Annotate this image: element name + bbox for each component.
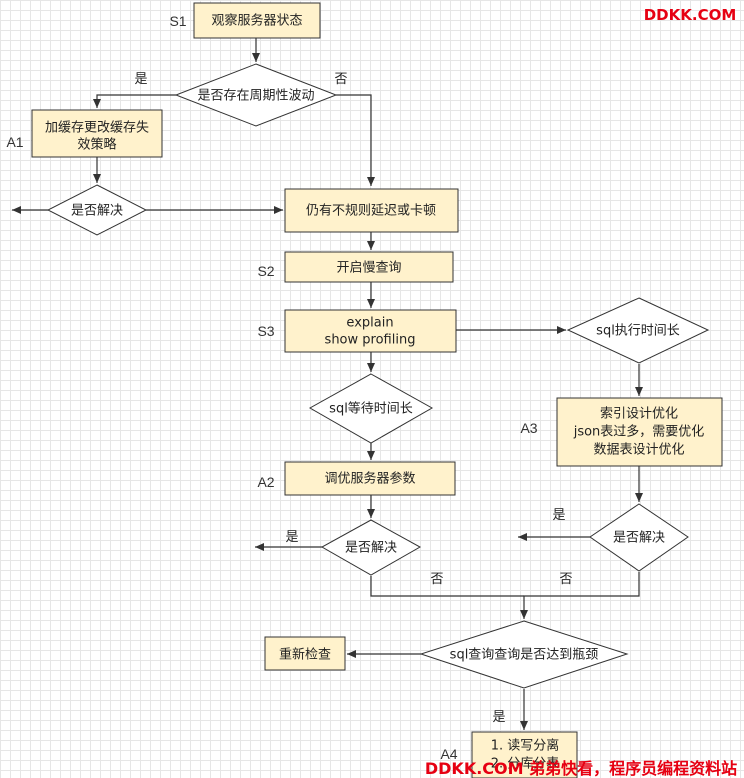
step-label-s3: S3 bbox=[257, 323, 274, 339]
edge-solved2-no bbox=[370, 576, 524, 597]
node-periodic: 是否存在周期性波动 bbox=[174, 63, 338, 127]
node-explain: explain show profiling bbox=[284, 309, 457, 353]
node-scale: 1. 读写分离 2. 分库分表 bbox=[471, 731, 578, 778]
step-label-s1: S1 bbox=[169, 13, 186, 29]
edge-periodic-no bbox=[336, 94, 375, 186]
edge-label-no-1: 否 bbox=[334, 72, 347, 87]
edges bbox=[12, 38, 643, 730]
node-sql-wait: sql等待时间长 bbox=[308, 373, 434, 444]
step-label-a2: A2 bbox=[257, 474, 274, 490]
node-observe: 观察服务器状态 bbox=[193, 2, 321, 39]
node-optimize-line-2: json表过多，需要优化 bbox=[573, 424, 705, 440]
step-label-a4: A4 bbox=[440, 746, 457, 762]
node-sql-exec: sql执行时间长 bbox=[566, 297, 710, 364]
edge-label-no-3: 否 bbox=[559, 572, 572, 587]
node-solved1-label: 是否解决 bbox=[71, 204, 123, 219]
step-label-a3: A3 bbox=[520, 420, 537, 436]
node-cache: 加缓存更改缓存失 效策略 bbox=[31, 109, 163, 158]
node-slowlog: 开启慢查询 bbox=[284, 251, 454, 283]
node-sql-wait-label: sql等待时间长 bbox=[329, 401, 413, 417]
node-slowlog-label: 开启慢查询 bbox=[336, 260, 401, 276]
node-optimize-line-1: 索引设计优化 bbox=[600, 407, 678, 422]
edge-label-yes-3: 是 bbox=[552, 508, 565, 523]
edge-label-no-2: 否 bbox=[430, 572, 443, 587]
node-optimize: 索引设计优化 json表过多，需要优化 数据表设计优化 bbox=[556, 397, 723, 467]
edge-label-yes-1: 是 bbox=[134, 72, 147, 87]
node-solved3-label: 是否解决 bbox=[613, 531, 665, 546]
node-cache-line-2: 效策略 bbox=[77, 137, 116, 153]
node-solved2-label: 是否解决 bbox=[345, 541, 397, 556]
node-sql-exec-label: sql执行时间长 bbox=[596, 324, 680, 339]
node-solved1: 是否解决 bbox=[46, 184, 148, 236]
node-scale-line-1: 1. 读写分离 bbox=[491, 738, 560, 754]
node-tune: 调优服务器参数 bbox=[284, 461, 456, 496]
node-recheck-label: 重新检查 bbox=[279, 647, 331, 663]
node-bottleneck-label: sql查询查询是否达到瓶颈 bbox=[450, 648, 599, 663]
edge-label-yes-4: 是 bbox=[492, 710, 505, 725]
edge-periodic-yes bbox=[93, 94, 176, 108]
edge-label-yes-2: 是 bbox=[285, 530, 298, 545]
node-solved3: 是否解决 bbox=[589, 503, 689, 572]
node-bottleneck: sql查询查询是否达到瓶颈 bbox=[419, 620, 629, 689]
edge-solved3-no bbox=[520, 572, 640, 619]
node-explain-line-2: show profiling bbox=[325, 333, 416, 348]
node-optimize-line-3: 数据表设计优化 bbox=[593, 443, 684, 458]
step-label-a1: A1 bbox=[6, 134, 23, 150]
node-observe-label: 观察服务器状态 bbox=[211, 13, 302, 29]
node-recheck: 重新检查 bbox=[264, 636, 346, 671]
node-solved2: 是否解决 bbox=[320, 519, 422, 576]
node-periodic-label: 是否存在周期性波动 bbox=[197, 89, 314, 104]
step-label-s2: S2 bbox=[257, 263, 274, 279]
watermark-top: DDKK.COM bbox=[644, 6, 737, 24]
node-scale-line-2: 2. 分库分表 bbox=[491, 756, 560, 772]
watermark-bottom: DDKK.COM 弟弟快看，程序员编程资料站 bbox=[425, 759, 737, 778]
node-cache-line-1: 加缓存更改缓存失 bbox=[45, 121, 149, 136]
node-irregular-label: 仍有不规则延迟或卡顿 bbox=[306, 204, 436, 219]
node-irregular: 仍有不规则延迟或卡顿 bbox=[284, 188, 459, 233]
node-explain-line-1: explain bbox=[346, 316, 393, 331]
node-tune-label: 调优服务器参数 bbox=[324, 471, 415, 487]
